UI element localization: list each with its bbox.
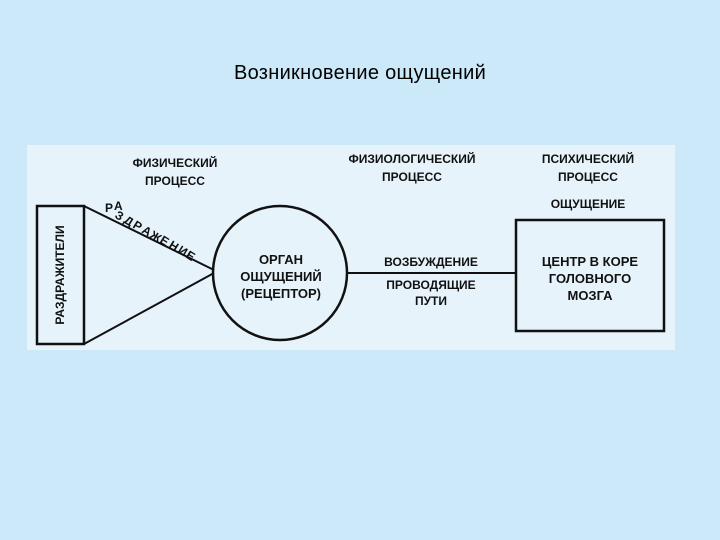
excitation-label: ВОЗБУЖДЕНИЕ bbox=[384, 255, 478, 269]
stimuli-label: РАЗДРАЖИТЕЛИ bbox=[53, 225, 67, 324]
psychic-process-header-line2: ПРОЦЕСС bbox=[558, 170, 618, 184]
organ-label-line1: ОРГАН bbox=[259, 252, 303, 267]
psychic-process-header-line1: ПСИХИЧЕСКИЙ bbox=[542, 151, 634, 166]
brain-center-line2: ГОЛОВНОГО bbox=[549, 271, 631, 286]
brain-center-box bbox=[514, 218, 666, 333]
brain-center-line1: ЦЕНТР В КОРЕ bbox=[542, 254, 638, 269]
irritation-letter: Р bbox=[105, 201, 113, 215]
pathways-label-line2: ПУТИ bbox=[415, 294, 447, 308]
funnel-lower-line bbox=[83, 272, 215, 345]
irritation-letter: А bbox=[114, 199, 123, 213]
slide-title: Возникновение ощущений bbox=[233, 62, 487, 84]
funnel-upper-line bbox=[83, 205, 215, 271]
physiological-process-header-line1: ФИЗИОЛОГИЧЕСКИЙ bbox=[349, 151, 476, 166]
brain-center-line3: МОЗГА bbox=[567, 288, 613, 303]
organ-label-line3: (РЕЦЕПТОР) bbox=[241, 286, 321, 301]
sensation-label: ОЩУЩЕНИЕ bbox=[551, 197, 626, 211]
physical-process-header-line2: ПРОЦЕСС bbox=[145, 174, 205, 188]
physical-process-header-line1: ФИЗИЧЕСКИЙ bbox=[133, 155, 218, 170]
organ-label-line2: ОЩУЩЕНИЙ bbox=[240, 269, 321, 284]
stimuli-box bbox=[35, 204, 86, 346]
pathways-label-line1: ПРОВОДЯЩИЕ bbox=[386, 278, 475, 292]
physiological-process-header-line2: ПРОЦЕСС bbox=[382, 170, 442, 184]
